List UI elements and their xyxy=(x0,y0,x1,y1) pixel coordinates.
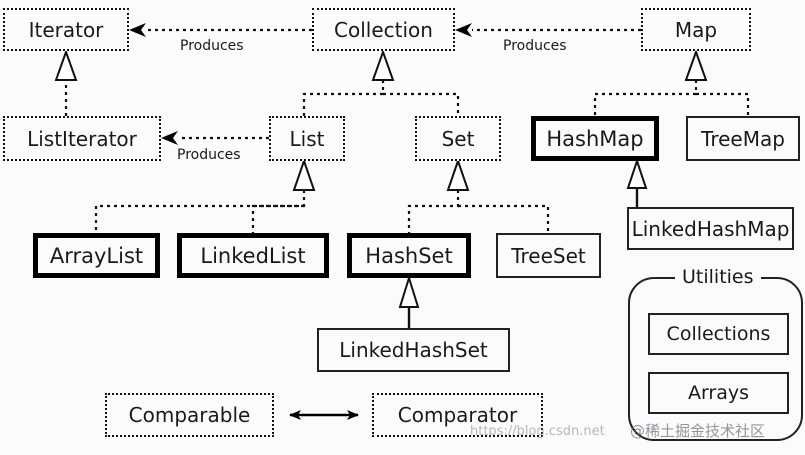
node-list[interactable]: List xyxy=(269,116,345,161)
node-listiterator[interactable]: ListIterator xyxy=(3,116,161,161)
node-collection[interactable]: Collection xyxy=(312,8,455,51)
node-linkedlist[interactable]: LinkedList xyxy=(177,233,329,278)
node-treemap[interactable]: TreeMap xyxy=(686,116,800,161)
node-treeset[interactable]: TreeSet xyxy=(496,233,601,278)
edge-linkedhashset-extends-hashset xyxy=(398,274,420,328)
edge-label-produces-map-collection: Produces xyxy=(503,38,567,54)
node-hashmap[interactable]: HashMap xyxy=(531,116,659,161)
edge-map-children xyxy=(593,49,750,116)
node-hashset[interactable]: HashSet xyxy=(347,233,471,278)
node-set[interactable]: Set xyxy=(415,116,501,161)
node-iterator[interactable]: Iterator xyxy=(3,8,129,51)
node-arraylist[interactable]: ArrayList xyxy=(33,233,160,278)
edge-label-produces-collection-iterator: Produces xyxy=(180,38,244,54)
edge-collection-children xyxy=(302,49,460,116)
node-linkedhashmap[interactable]: LinkedHashMap xyxy=(627,207,794,250)
node-collections[interactable]: Collections xyxy=(648,313,789,355)
edge-map-produces-collection xyxy=(455,23,641,37)
node-linkedhashset[interactable]: LinkedHashSet xyxy=(317,328,510,372)
edge-collection-produces-iterator xyxy=(129,23,312,37)
node-comparator[interactable]: Comparator xyxy=(372,393,543,437)
edge-set-children xyxy=(407,157,550,233)
node-arrays[interactable]: Arrays xyxy=(648,372,789,414)
node-comparable[interactable]: Comparable xyxy=(105,393,274,437)
edge-listiterator-implements-iterator xyxy=(54,49,78,116)
node-map[interactable]: Map xyxy=(641,8,751,51)
edge-label-produces-list-listiterator: Produces xyxy=(177,147,241,163)
utilities-group-title: Utilities xyxy=(675,266,761,288)
edge-list-produces-listiterator xyxy=(161,131,269,145)
utilities-group-box xyxy=(628,277,803,441)
edge-list-children xyxy=(94,157,316,233)
edge-linkedhashmap-extends-hashmap xyxy=(626,157,648,207)
